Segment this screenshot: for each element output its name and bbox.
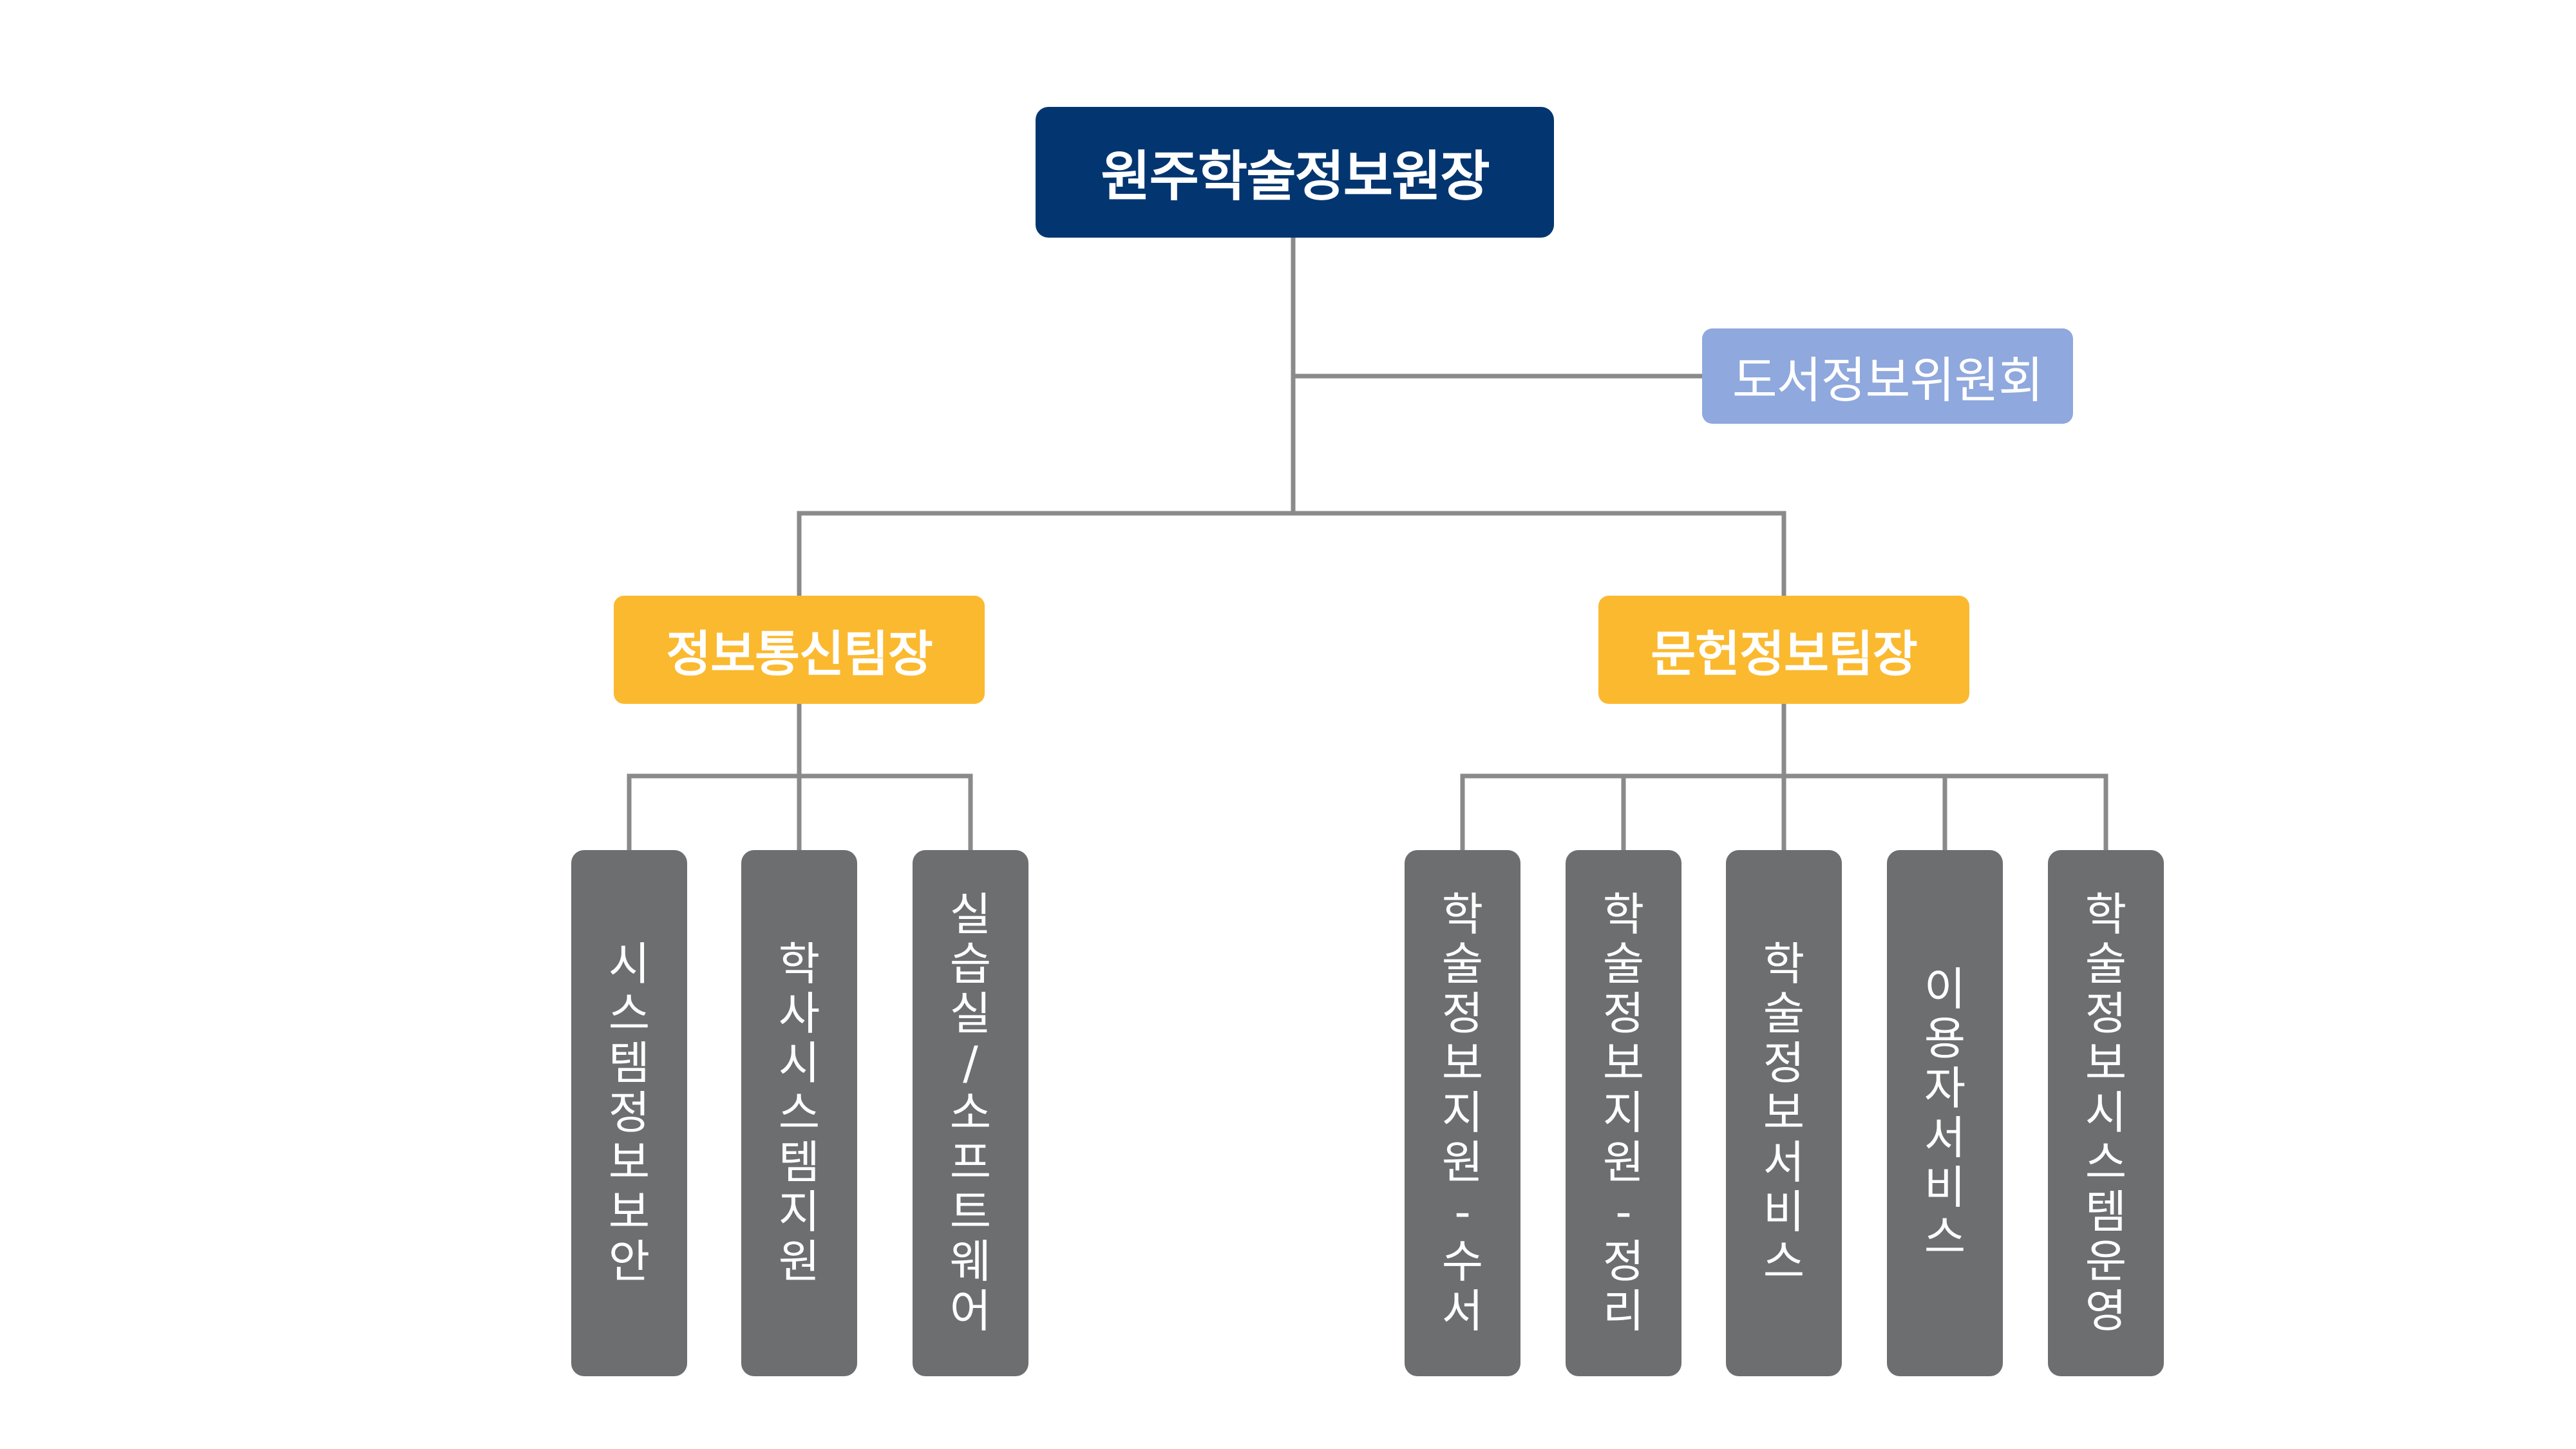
unit-label: 실습실/소프트웨어: [949, 888, 992, 1338]
unit-label: 학술정보서비스: [1763, 938, 1805, 1288]
unit-box-1: 시스템정보보안: [571, 850, 687, 1376]
unit-box-8: 학술정보시스템운영: [2048, 850, 2164, 1376]
unit-label: 학사시스템지원: [778, 938, 820, 1288]
unit-label: 학술정보지원-정리: [1602, 888, 1645, 1338]
unit-label: 시스템정보보안: [608, 938, 650, 1288]
unit-label: 학술정보지원-수서: [1441, 888, 1484, 1338]
committee-label: 도서정보위원회: [1732, 352, 2043, 409]
unit-box-7: 이용자서비스: [1887, 850, 2003, 1376]
unit-box-6: 학술정보서비스: [1726, 850, 1842, 1376]
unit-box-5: 학술정보지원-정리: [1566, 850, 1681, 1376]
team-label: 정보통신팀장: [666, 625, 933, 683]
unit-box-4: 학술정보지원-수서: [1405, 850, 1520, 1376]
unit-box-3: 실습실/소프트웨어: [913, 850, 1028, 1376]
team-label: 문헌정보팀장: [1651, 625, 1918, 683]
unit-label: 이용자서비스: [1924, 962, 1966, 1264]
unit-box-2: 학사시스템지원: [741, 850, 857, 1376]
team-box-info-comm: 정보통신팀장: [614, 596, 985, 704]
unit-label: 학술정보시스템운영: [2085, 888, 2127, 1338]
director-label: 원주학술정보원장: [1101, 145, 1490, 208]
director-box: 원주학술정보원장: [1036, 107, 1554, 238]
committee-box: 도서정보위원회: [1702, 328, 2073, 424]
team-box-literature: 문헌정보팀장: [1598, 596, 1969, 704]
